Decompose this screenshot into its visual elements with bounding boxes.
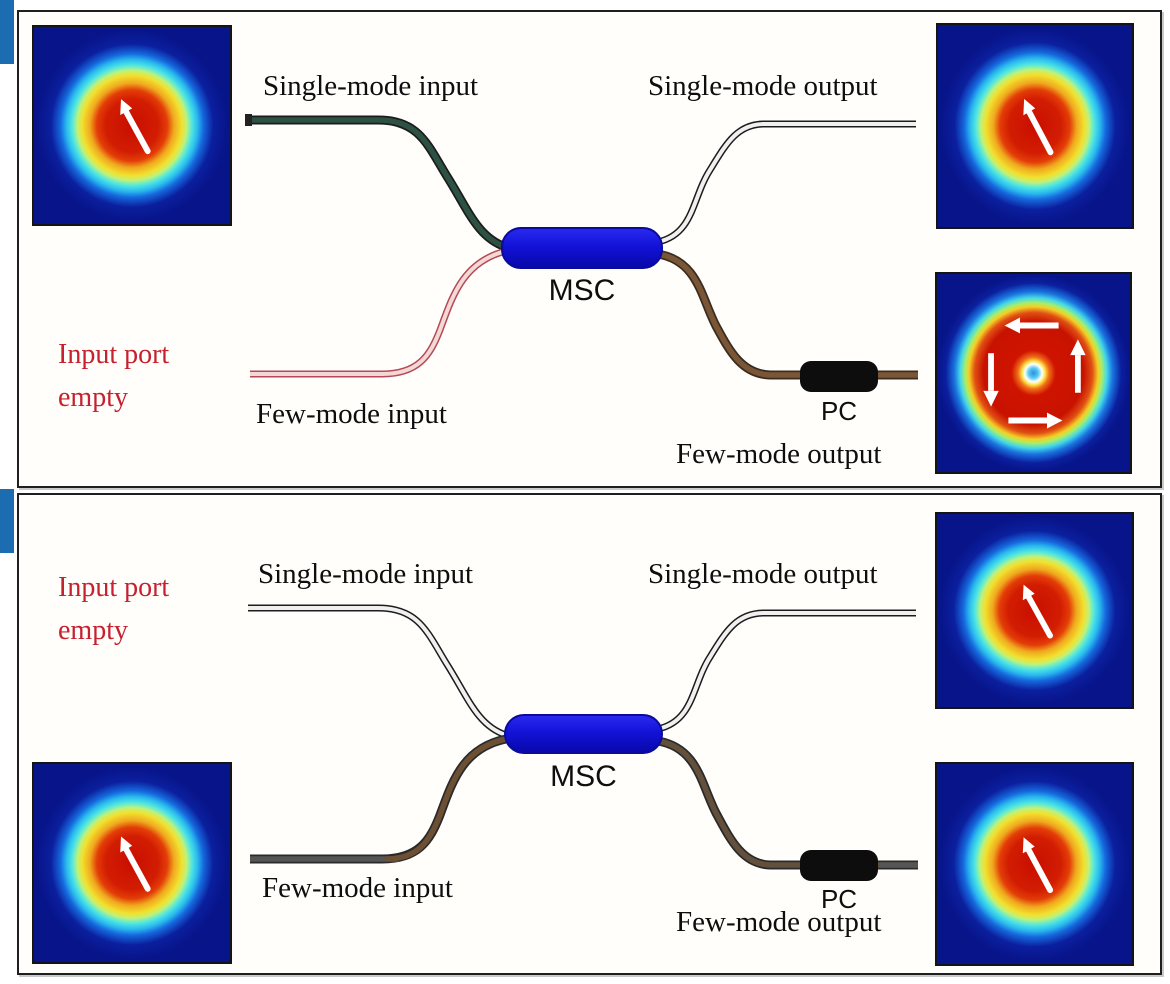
left-edge-accent-tab-top	[0, 0, 14, 64]
polarization-arrow-icon	[120, 99, 151, 155]
mode-image-top-input-fundamental	[32, 25, 232, 226]
mode-image-bottom-fm-output-fundamental	[935, 762, 1134, 966]
top-msc-label: MSC	[548, 274, 616, 307]
top-single-mode-output-label: Single-mode output	[648, 70, 878, 102]
azimuthal-polarization-arrows-icon	[983, 317, 1086, 429]
donut-mode-ring	[937, 274, 1130, 472]
polarization-arrow-icon	[1023, 98, 1054, 156]
polarization-arrow-icon	[120, 836, 151, 892]
top-few-mode-input-label: Few-mode input	[256, 398, 447, 430]
bottom-single-mode-output-label: Single-mode output	[648, 558, 878, 590]
bottom-pc-label: PC	[820, 884, 858, 914]
bottom-input-port-empty-label: Input port empty	[58, 572, 170, 647]
bottom-msc-label: MSC	[550, 760, 617, 793]
left-edge-accent-tab-bottom	[0, 489, 14, 553]
polarization-arrow-icon	[1022, 837, 1054, 893]
mode-image-top-sm-output-fundamental	[936, 23, 1134, 229]
top-input-port-empty-label: Input port empty	[58, 339, 170, 414]
bottom-few-mode-output-label: Few-mode output	[676, 906, 882, 938]
mode-image-top-fm-output-donut	[935, 272, 1132, 474]
top-single-mode-input-label: Single-mode input	[263, 70, 479, 102]
top-pc-label: PC	[820, 396, 858, 426]
bottom-single-mode-input-label: Single-mode input	[258, 558, 474, 590]
bottom-few-mode-input-label: Few-mode input	[262, 872, 453, 904]
polarization-arrow-icon	[1022, 584, 1054, 639]
top-few-mode-output-label: Few-mode output	[676, 438, 882, 470]
mode-image-bottom-sm-output-fundamental	[935, 512, 1134, 709]
mode-image-bottom-input-fundamental	[32, 762, 232, 964]
